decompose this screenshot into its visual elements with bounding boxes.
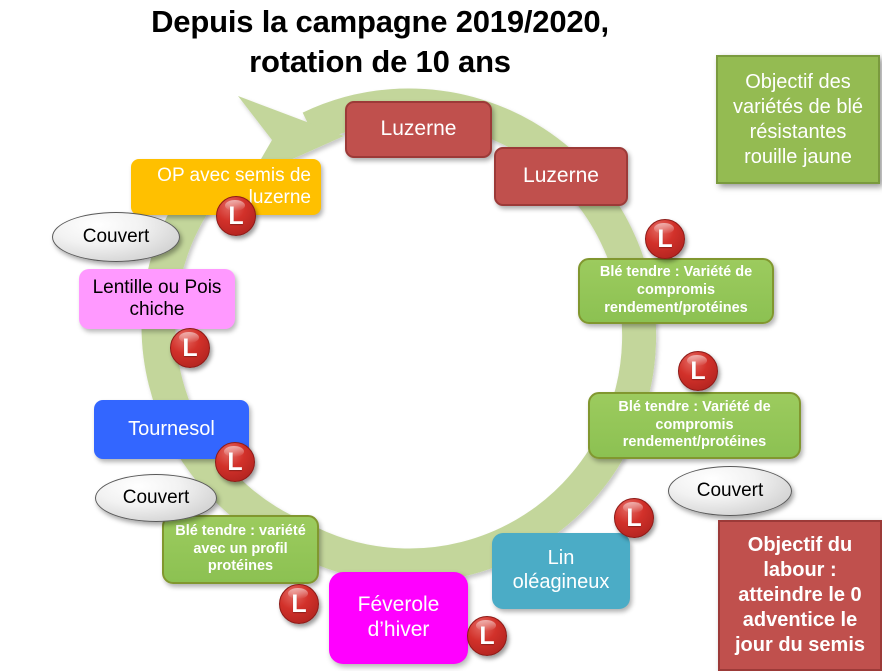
plough-badge-label: L (657, 224, 673, 253)
cover-crop-couvert-right[interactable]: Couvert (668, 466, 792, 516)
plough-badge-ble-proteines[interactable]: L (279, 584, 319, 624)
title-line-2: rotation de 10 ans (249, 43, 511, 79)
cycle-node-label: Blé tendre : Variété de compromis rendem… (599, 264, 753, 316)
page-title: Depuis la campagne 2019/2020, rotation d… (60, 2, 700, 81)
panel-text: Objectif du labour : atteindre le 0 adve… (734, 534, 866, 656)
cycle-node-lentille-pois-chiche[interactable]: Lentille ou Pois chiche (79, 269, 235, 329)
cycle-node-ble-tendre-compromis-1[interactable]: Blé tendre : Variété de compromis rendem… (578, 258, 774, 324)
panel-objective-labour: Objectif du labour : atteindre le 0 adve… (718, 520, 882, 671)
plough-badge-label: L (228, 201, 244, 230)
cover-crop-label: Couvert (696, 480, 764, 501)
plough-badge-ble-compromis-1[interactable]: L (645, 219, 685, 259)
plough-badge-label: L (291, 589, 307, 618)
cycle-node-label: Blé tendre : variété avec un profil prot… (175, 522, 306, 575)
cycle-node-lin-oleagineux[interactable]: Lin oléagineux (492, 533, 630, 609)
cycle-node-label: Lin oléagineux (512, 547, 610, 593)
plough-badge-label: L (182, 333, 198, 362)
plough-badge-lentille[interactable]: L (170, 328, 210, 368)
cycle-node-label: Féverole d’hiver (357, 593, 440, 641)
plough-badge-ble-compromis-2[interactable]: L (678, 351, 718, 391)
cycle-node-feverole-hiver[interactable]: Féverole d’hiver (329, 572, 468, 664)
cover-crop-label: Couvert (82, 226, 150, 247)
cycle-node-label: Luzerne (523, 164, 599, 188)
plough-badge-label: L (626, 503, 642, 532)
cycle-node-label: Tournesol (128, 417, 215, 440)
cover-crop-label: Couvert (122, 487, 190, 508)
cycle-node-label: Lentille ou Pois chiche (92, 276, 222, 320)
title-line-1: Depuis la campagne 2019/2020, (151, 4, 609, 39)
cycle-node-op-semis-luzerne[interactable]: OP avec semis de luzerne (131, 159, 321, 215)
cycle-node-ble-tendre-compromis-2[interactable]: Blé tendre : Variété de compromis rendem… (588, 392, 801, 459)
plough-badge-feverole[interactable]: L (467, 616, 507, 656)
plough-badge-lin[interactable]: L (614, 498, 654, 538)
cover-crop-couvert-mid-left[interactable]: Couvert (95, 474, 217, 522)
cover-crop-couvert-top-left[interactable]: Couvert (52, 212, 180, 262)
cycle-node-ble-tendre-proteines[interactable]: Blé tendre : variété avec un profil prot… (162, 515, 319, 584)
cycle-node-luzerne-2[interactable]: Luzerne (494, 147, 628, 206)
cycle-node-label: Blé tendre : Variété de compromis rendem… (618, 398, 771, 451)
cycle-node-label: Luzerne (380, 117, 457, 141)
plough-badge-label: L (227, 447, 243, 476)
plough-badge-label: L (479, 621, 495, 650)
panel-text: Objectif des variétés de blé résistantes… (732, 70, 864, 168)
plough-badge-label: L (690, 356, 706, 385)
cycle-node-label: OP avec semis de luzerne (157, 164, 311, 208)
plough-badge-op-luzerne[interactable]: L (216, 196, 256, 236)
cycle-node-luzerne-1[interactable]: Luzerne (345, 101, 492, 158)
panel-objective-varieties: Objectif des variétés de blé résistantes… (716, 55, 880, 184)
plough-badge-tournesol[interactable]: L (215, 442, 255, 482)
